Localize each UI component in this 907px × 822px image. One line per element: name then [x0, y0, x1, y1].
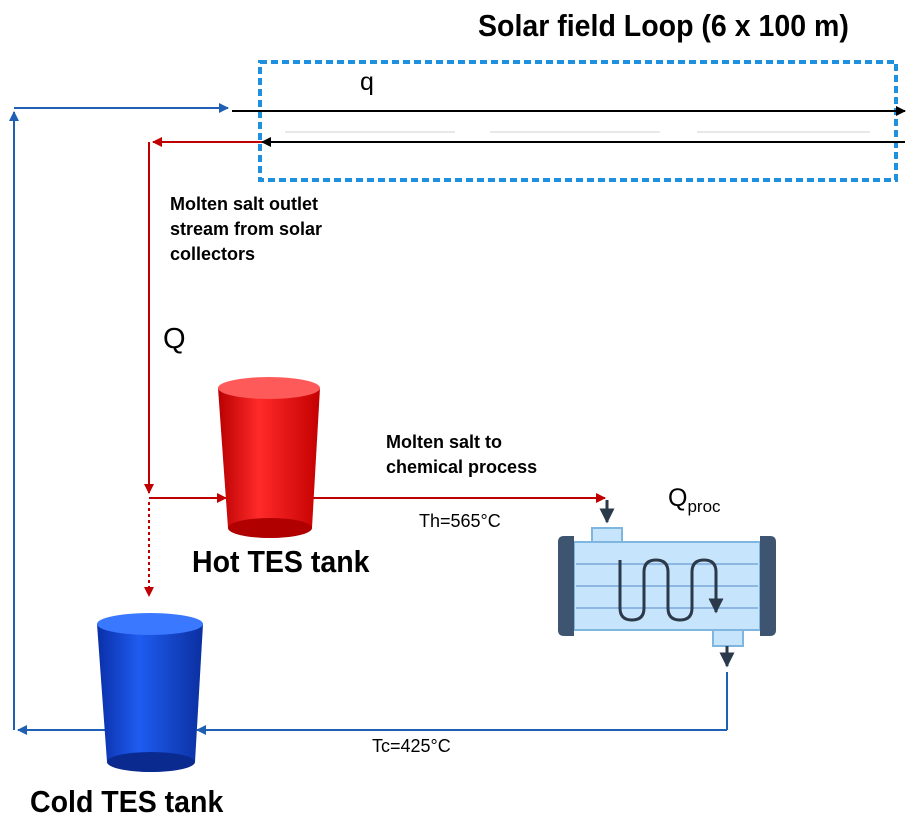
- qproc-base: Q: [668, 484, 688, 512]
- qproc-label: Qproc: [668, 484, 721, 517]
- solar-field-box: [258, 60, 898, 182]
- cold-tes-tank: [97, 613, 203, 772]
- outlet-stream-note: Molten salt outlet stream from solar col…: [170, 194, 323, 264]
- hot-tes-tank: [218, 377, 320, 538]
- hot-tank-label: Hot TES tank: [192, 544, 370, 579]
- process-stream-note: Molten salt to chemical process: [386, 432, 538, 477]
- hot-temperature-label: Th=565°C: [419, 511, 501, 531]
- heat-exchanger: [558, 500, 776, 668]
- cold-temperature-label: Tc=425°C: [372, 736, 451, 756]
- solar-field-title: Solar field Loop (6 x 100 m): [478, 8, 849, 43]
- qproc-subscript: proc: [687, 497, 721, 516]
- cold-tank-label: Cold TES tank: [30, 784, 224, 819]
- q-label: q: [360, 68, 374, 96]
- Q-label: Q: [163, 323, 186, 355]
